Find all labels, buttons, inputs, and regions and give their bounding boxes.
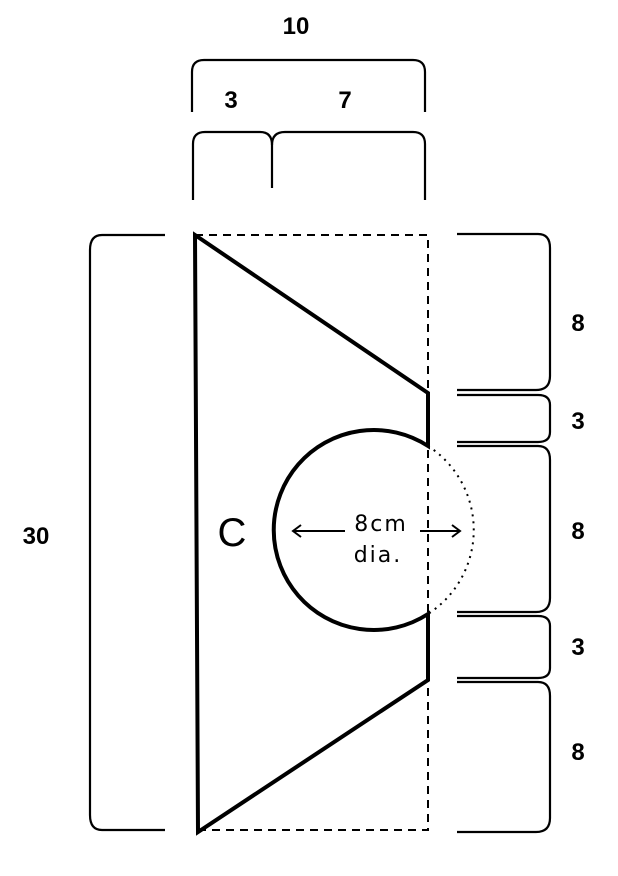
diameter-size-label: 8cm — [354, 512, 408, 537]
right-brace-5 — [457, 680, 552, 834]
top-part-label-7: 7 — [338, 87, 351, 114]
right-dimension-label: 8 — [571, 518, 584, 545]
piece-label: C — [218, 511, 247, 555]
right-dimension-label: 3 — [571, 634, 584, 661]
right-dimension-label: 3 — [571, 408, 584, 435]
right-dimension-label: 8 — [571, 310, 584, 337]
right-dimension-label: 8 — [571, 739, 584, 766]
right-brace-4 — [457, 614, 552, 680]
diameter-arrow — [291, 524, 462, 538]
diameter-note-label: dia. — [354, 543, 403, 568]
top-total-brace — [190, 58, 427, 112]
right-brace-3 — [457, 444, 552, 614]
dashed-bounding-rectangle — [195, 234, 429, 831]
top-part-brace-3 — [191, 130, 274, 200]
right-brace-2 — [457, 393, 552, 444]
top-part-label-3: 3 — [224, 87, 237, 114]
top-part-brace-7 — [270, 130, 427, 200]
left-dimension-label: 30 — [23, 523, 50, 550]
left-brace — [88, 233, 165, 832]
dotted-circle-arc — [427, 445, 475, 615]
piece-outline — [192, 231, 430, 836]
top-total-label: 10 — [283, 13, 310, 40]
right-brace-1 — [457, 232, 552, 392]
